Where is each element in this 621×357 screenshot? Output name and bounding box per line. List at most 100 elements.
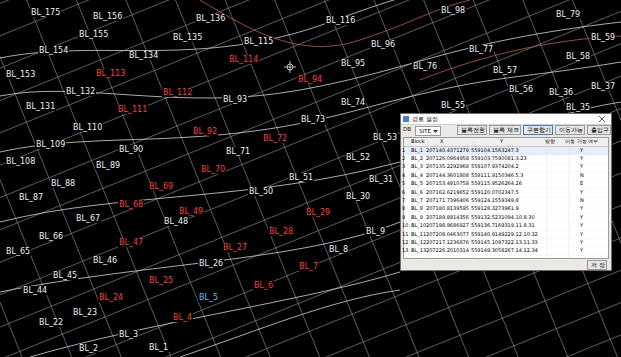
block-label: BL_44 [22,286,48,295]
grid-line [0,98,621,357]
block-label: BL_65 [5,247,31,256]
block-label-selected: BL_25 [148,276,174,285]
column-header: Y [500,138,503,144]
cursor-crosshair [284,61,296,73]
table-cell: 207217.1236876 [426,239,469,245]
table-cell: 207135.2292968 [426,163,469,169]
grid-line [338,0,621,357]
block-label: BL_154 [38,46,69,55]
table-cell: 11 [402,231,408,237]
block-label: BL_79 [555,10,581,19]
block-label: BL_51 [288,173,314,182]
block-label: BL_90 [118,145,144,154]
close-icon [599,116,605,122]
block-label: BL_96 [370,40,396,49]
table-cell: 1 [402,147,405,153]
block-label: BL_108 [5,157,36,166]
dialog-button: 구분합기 [523,125,553,135]
table-cell: BL_8 [411,205,423,211]
block-label: BL_46 [92,256,118,265]
column-header: X [440,138,443,144]
dropdown-box: SITE [415,126,441,136]
grid-line [0,0,105,357]
table-cell: 559107.9374204.2 [471,163,519,169]
field-label: DB [403,126,411,133]
table-cell: 9 [402,214,405,220]
block-label-selected: BL_69 [148,182,174,191]
block-label: BL_48 [163,217,189,226]
block-label: BL_132 [65,87,96,96]
block-label: BL_50 [248,187,274,196]
app-icon [403,116,409,122]
dialog-button: 이동가능 [555,125,585,135]
block-label: BL_1 [148,343,169,352]
dialog-button: 블록 체크 [489,125,521,135]
column-line [547,138,548,258]
block-label: BL_95 [340,59,366,68]
table-cell: BL_1 [411,147,423,153]
grid-line [0,0,621,10]
block-label: BL_88 [50,179,76,188]
table-cell: 207198.9686927 [426,222,469,228]
block-label: BL_134 [128,51,159,60]
table-cell: BL_9 [411,214,423,220]
block-label-selected: BL_68 [118,200,144,209]
block-label: BL_135 [172,33,203,42]
table-cell: 559103.7590081.3.23 [471,155,527,161]
block-label-selected: BL_6 [253,281,274,290]
button-label: 이동가능 [559,127,583,134]
column-header: Block [411,138,425,144]
block-label: BL_156 [92,12,123,21]
block-label: BL_115 [243,37,274,46]
table-cell: Y [580,163,583,169]
dialog-button: 블록전환 [457,125,487,135]
block-label: BL_136 [195,14,226,23]
table-cell: Y [580,222,583,228]
table-cell: 3 [402,163,405,169]
table-cell: 2 [402,155,405,161]
block-label-selected: BL_7 [298,262,319,271]
table-cell: 207171.7396406 [426,197,469,203]
grid-line [0,0,621,149]
block-label: BL_67 [75,214,101,223]
block-label: BL_98 [440,6,466,15]
table-cell: 559111.9150346.5.3 [471,172,524,178]
grid-line [0,320,621,357]
block-label: BL_59 [590,33,616,42]
block-label: BL_116 [325,16,356,25]
grid-line [0,0,621,65]
block-label-selected: BL_27 [222,243,248,252]
block-label: BL_56 [508,85,534,94]
button-label: 구분합기 [527,127,551,134]
grid-line [381,0,621,357]
block-label: BL_3 [118,330,139,339]
block-label-selected: BL_114 [228,55,259,64]
table-cell: N [580,197,584,203]
block-label: BL_66 [38,232,64,241]
block-label: BL_77 [468,45,494,54]
table-cell: Y [580,231,583,237]
column-line [569,138,570,258]
grid-line [0,0,447,357]
grid-line [168,0,618,357]
grid-line [0,265,621,357]
block-label: BL_31 [368,175,394,184]
block-label: BL_35 [565,103,591,112]
block-label-selected: BL_92 [192,127,218,136]
block-label-selected: BL_113 [95,69,126,78]
block-label: BL_131 [25,102,56,111]
block-label-selected: BL_4 [172,313,193,322]
close-icon [599,116,605,122]
block-label: BL_89 [95,161,121,170]
dialog-button: 출입구 [587,125,611,135]
table-cell: BL_6 [411,189,423,195]
block-label: BL_30 [345,192,371,201]
table-cell: BL_7 [411,197,423,203]
block-label: BL_155 [78,30,109,39]
grid-line [0,0,621,343]
table-cell: 559149.3058267.14.12.34 [471,247,538,253]
table-cell: 12 [402,239,408,245]
